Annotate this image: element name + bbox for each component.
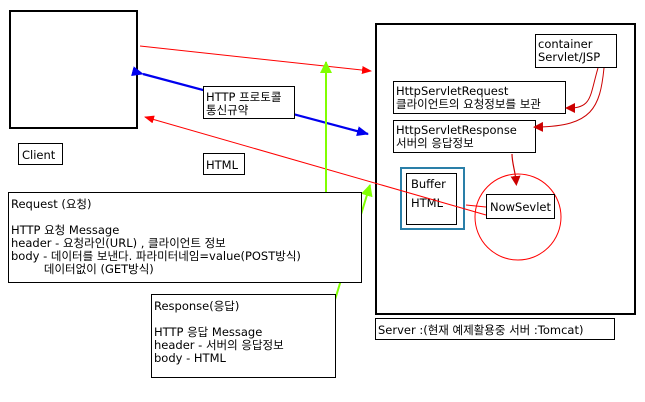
container-to-response-arrow [533,67,605,132]
buffer-title: Buffer [411,177,446,191]
request-note-body-get: 데이터없이 (GET방식) [11,262,154,276]
protocol-label-box: HTTP 프로토콜 통신규약 [203,86,295,119]
server-caption-box: Server :(현재 예제활용중 서버 :Tomcat) [375,318,615,340]
client-box [9,10,138,129]
response-obj-desc: 서버의 응답정보 [396,136,474,150]
server-caption: Server :(현재 예제활용중 서버 :Tomcat) [378,323,584,337]
container-line-2: Servlet/JSP [538,50,601,64]
protocol-line-1: HTTP 프로토콜 [206,90,282,104]
response-note-title: Response(응답) [154,299,240,313]
request-note-header: header - 요청라인(URL) , 클라이언트 정보 [11,236,226,250]
html-label-box: HTML [203,153,245,175]
response-note-header: header - 서버의 응답정보 [154,338,284,352]
response-to-servlet-arrow [510,153,521,186]
servlet-box: NowSevlet [486,194,555,219]
servlet-label: NowSevlet [490,200,552,214]
http-servlet-response-box: HttpServletResponse 서버의 응답정보 [393,120,536,153]
request-obj-title: HttpServletRequest [396,84,509,98]
request-note-title: Request (요청) [11,197,92,211]
response-note-body: body - HTML [154,351,226,365]
request-note-message: HTTP 요청 Message [11,223,120,237]
http-servlet-request-box: HttpServletRequest 클라이언트의 요청정보를 보관 [393,81,566,114]
buffer-html: HTML [411,196,444,210]
client-label: Client [22,148,56,162]
html-label: HTML [206,158,239,172]
request-arrow [139,45,372,75]
request-note-body: body - 데이터를 보낸다. 파라미터네임=value(POST방식) [11,249,301,263]
container-box: container Servlet/JSP [535,34,617,68]
container-to-request-arrow [565,67,599,113]
servlet-circle [474,173,562,261]
container-line-1: container [538,37,593,51]
response-note-message: HTTP 응답 Message [154,325,263,339]
response-arrow [144,115,487,216]
response-obj-title: HttpServletResponse [396,123,517,137]
request-note-box: Request (요청) HTTP 요청 Message header - 요청… [8,192,362,283]
protocol-line-2: 통신규약 [206,103,249,117]
response-note-box: Response(응답) HTTP 응답 Message header - 서버… [151,294,336,378]
buffer-to-servlet-line [465,204,487,208]
request-obj-desc: 클라이언트의 요청정보를 보관 [396,97,541,111]
client-label-box: Client [18,143,63,165]
